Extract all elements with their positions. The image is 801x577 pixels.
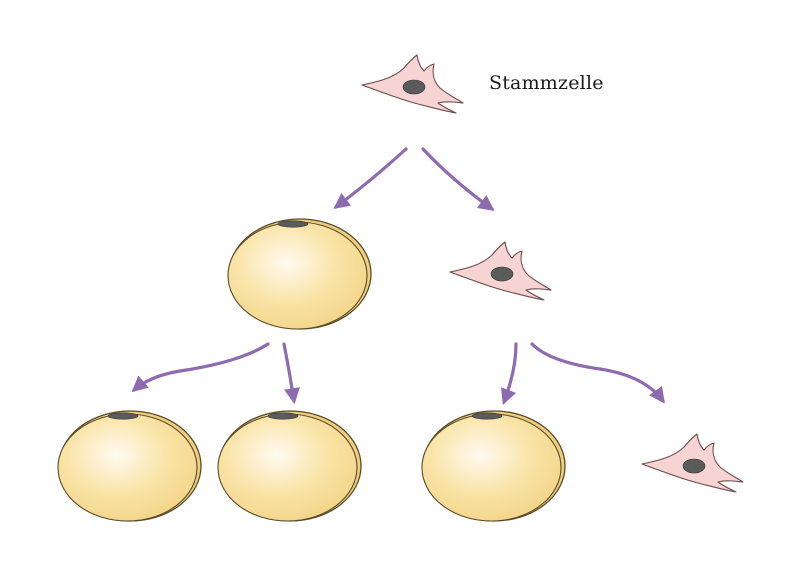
- nucleus: [267, 412, 299, 420]
- stem-cell-root: [361, 54, 464, 114]
- arrow-stem-cell-level1-to-fat-cell-level2-c: [501, 342, 518, 405]
- stem-cell-level1: [449, 241, 552, 301]
- fat-cell-level2-c: [421, 410, 566, 522]
- fat-cell-level2-a: [57, 410, 202, 522]
- nucleus: [277, 220, 309, 228]
- arrow-stem-cell-root-to-fat-cell-level1: [333, 147, 408, 209]
- nucleus: [490, 266, 514, 282]
- arrow-fat-cell-level1-to-fat-cell-level2-b: [282, 342, 300, 405]
- nucleus: [107, 412, 139, 420]
- fat-cell-level1: [227, 218, 372, 330]
- arrow-stem-cell-root-to-stem-cell-level1: [421, 147, 495, 211]
- nucleus: [682, 458, 706, 474]
- nucleus: [402, 79, 426, 95]
- arrow-fat-cell-level1-to-fat-cell-level2-a: [131, 342, 270, 393]
- arrows: [131, 147, 665, 405]
- arrow-stem-cell-level1-to-stem-cell-level2: [530, 342, 665, 404]
- nucleus: [471, 412, 503, 420]
- stem-cell-label: Stammzelle: [489, 72, 604, 94]
- stem-cell-level2: [641, 433, 744, 493]
- fat-cell-level2-b: [217, 410, 362, 522]
